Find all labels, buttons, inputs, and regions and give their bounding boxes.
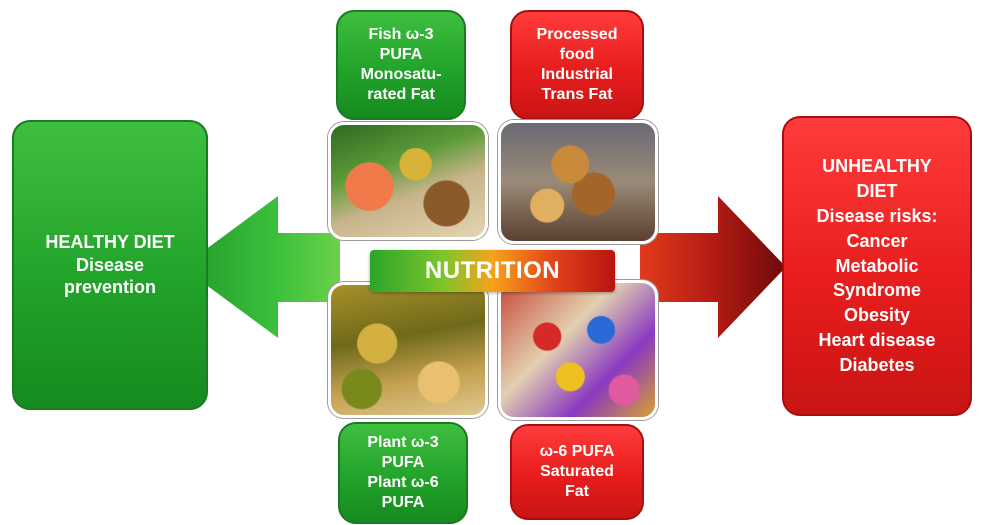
processed-line-3: Industrial [540,66,613,83]
fish-line-4: rated Fat [367,86,435,103]
omega6-line-1: ω-6 PUFA [539,443,615,460]
right-arrow [640,196,786,338]
healthy-diet-line-3: prevention [63,277,156,298]
unhealthy-line-6: Syndrome [832,280,922,301]
healthy-diet-line-1: HEALTHY DIET [45,232,175,253]
unhealthy-foods-photo-top [498,120,658,244]
unhealthy-line-1: UNHEALTHY [822,156,932,177]
healthy-foods-photo-top [328,122,488,240]
healthy-diet-box: HEALTHY DIET Disease prevention [12,120,208,410]
plant-line-4: PUFA [381,494,425,511]
unhealthy-line-8: Heart disease [818,330,936,351]
fish-line-2: PUFA [379,46,423,63]
unhealthy-foods-photo-bottom [498,280,658,420]
processed-line-2: food [559,46,595,63]
nutrition-label: NUTRITION [424,257,561,284]
fish-line-1: Fish ω-3 [368,26,434,43]
plant-line-3: Plant ω-6 [367,474,439,491]
plant-line-1: Plant ω-3 [367,434,439,451]
processed-line-1: Processed [536,26,618,43]
unhealthy-line-4: Cancer [846,230,908,251]
plant-line-2: PUFA [381,454,425,471]
left-arrow [182,196,340,338]
processed-line-4: Trans Fat [541,86,613,103]
nutrition-bar: NUTRITION [370,250,615,292]
fish-line-3: Monosatu- [360,66,442,83]
processed-food-box: Processed food Industrial Trans Fat [510,10,644,120]
unhealthy-line-2: DIET [856,181,898,202]
healthy-foods-photo-bottom [328,282,488,418]
healthy-diet-line-2: Disease [75,254,145,275]
unhealthy-diet-box: UNHEALTHY DIET Disease risks: Cancer Met… [782,116,972,416]
fish-omega3-box: Fish ω-3 PUFA Monosatu- rated Fat [336,10,466,120]
omega6-line-3: Fat [565,483,589,500]
unhealthy-line-9: Diabetes [839,354,915,375]
omega6-saturated-box: ω-6 PUFA Saturated Fat [510,424,644,520]
unhealthy-line-7: Obesity [843,305,911,326]
omega6-line-2: Saturated [540,463,614,480]
unhealthy-line-5: Metabolic [835,255,919,276]
unhealthy-line-3: Disease risks: [816,205,938,226]
plant-omega-box: Plant ω-3 PUFA Plant ω-6 PUFA [338,422,468,524]
